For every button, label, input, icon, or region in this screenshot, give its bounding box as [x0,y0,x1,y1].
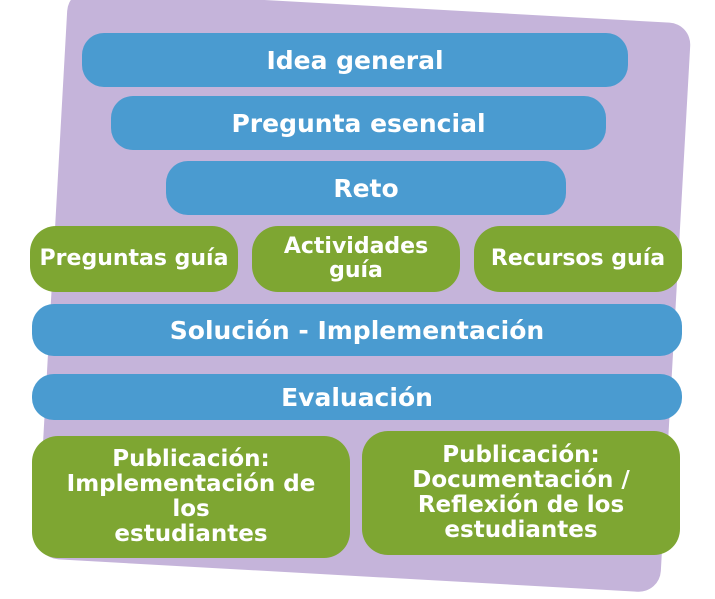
publicacion-documentacion-box: Publicación: Documentación / Reflexión d… [362,431,680,555]
recursos-guia-box: Recursos guía [474,226,682,292]
actividades-guia-box: Actividades guía [252,226,460,292]
idea-general-bar: Idea general [82,33,628,87]
publicacion-implementacion-box: Publicación: Implementación de los estud… [32,436,350,558]
recursos-guia-label: Recursos guía [490,246,666,272]
pregunta-esencial-label: Pregunta esencial [231,108,486,138]
reto-bar: Reto [166,161,566,215]
reto-label: Reto [333,173,399,203]
publicacion-documentacion-label: Publicación: Documentación / Reflexión d… [412,442,630,543]
pregunta-esencial-bar: Pregunta esencial [111,96,606,150]
preguntas-guia-label: Preguntas guía [39,246,229,272]
idea-general-label: Idea general [266,45,444,75]
evaluacion-bar: Evaluación [32,374,682,420]
publicacion-implementacion-label: Publicación: Implementación de los estud… [66,446,316,547]
evaluacion-label: Evaluación [281,382,433,412]
solucion-implementacion-bar: Solución - Implementación [32,304,682,356]
actividades-guia-label: Actividades guía [283,234,429,283]
preguntas-guia-box: Preguntas guía [30,226,238,292]
solucion-implementacion-label: Solución - Implementación [169,315,545,345]
